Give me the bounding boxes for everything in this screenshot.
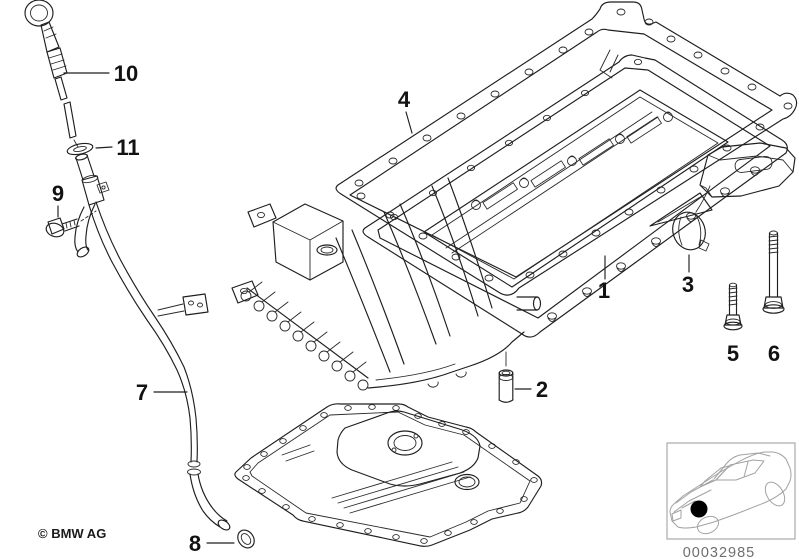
bolt-5-drawing [723, 282, 743, 331]
gasket-bolt-holes [354, 8, 793, 282]
bolt-6-drawing [762, 230, 785, 314]
vehicle-thumbnail-box [666, 442, 796, 540]
o-ring-drawing [237, 529, 255, 549]
dowel-pin-drawing [498, 351, 514, 403]
highlight-dot [690, 500, 708, 518]
callout-5[interactable]: 5 [727, 341, 739, 366]
pan-rib-fingers [240, 281, 369, 391]
callout-7[interactable]: 7 [136, 380, 148, 405]
callout-2[interactable]: 2 [536, 377, 548, 402]
callout-4[interactable]: 4 [398, 87, 411, 112]
leader-lines [57, 72, 690, 544]
callout-9[interactable]: 9 [52, 181, 64, 206]
callout-11[interactable]: 11 [116, 135, 139, 160]
callout-3[interactable]: 3 [682, 272, 694, 297]
bolt-9-drawing [45, 210, 97, 238]
pan-face-ribs [335, 177, 493, 373]
callout-1[interactable]: 1 [598, 278, 610, 303]
callouts: 1 2 3 4 5 6 7 8 9 10 11 [52, 61, 780, 556]
pan-flange-holes [389, 58, 643, 221]
pan-flange-bosses [547, 166, 760, 322]
vehicle-thumbnail: 00032985 [666, 442, 796, 559]
lower-pan-bolt-holes [242, 404, 538, 544]
oil-pan-gasket-drawing [335, 1, 798, 296]
upper-oil-pan-drawing [231, 49, 796, 391]
lower-pan-floor-ribs [281, 444, 471, 514]
callout-8[interactable]: 8 [189, 531, 201, 556]
callout-6[interactable]: 6 [768, 341, 780, 366]
pan-right-bracket [649, 142, 796, 227]
guide-tube-drawing [74, 153, 231, 531]
car-icon [669, 451, 792, 535]
copyright-text: © BMW AG [38, 526, 106, 541]
callout-10[interactable]: 10 [114, 61, 138, 86]
cover-cap-drawing [672, 185, 711, 252]
lower-oil-pan-drawing [234, 403, 543, 547]
image-number: 00032985 [683, 545, 756, 559]
